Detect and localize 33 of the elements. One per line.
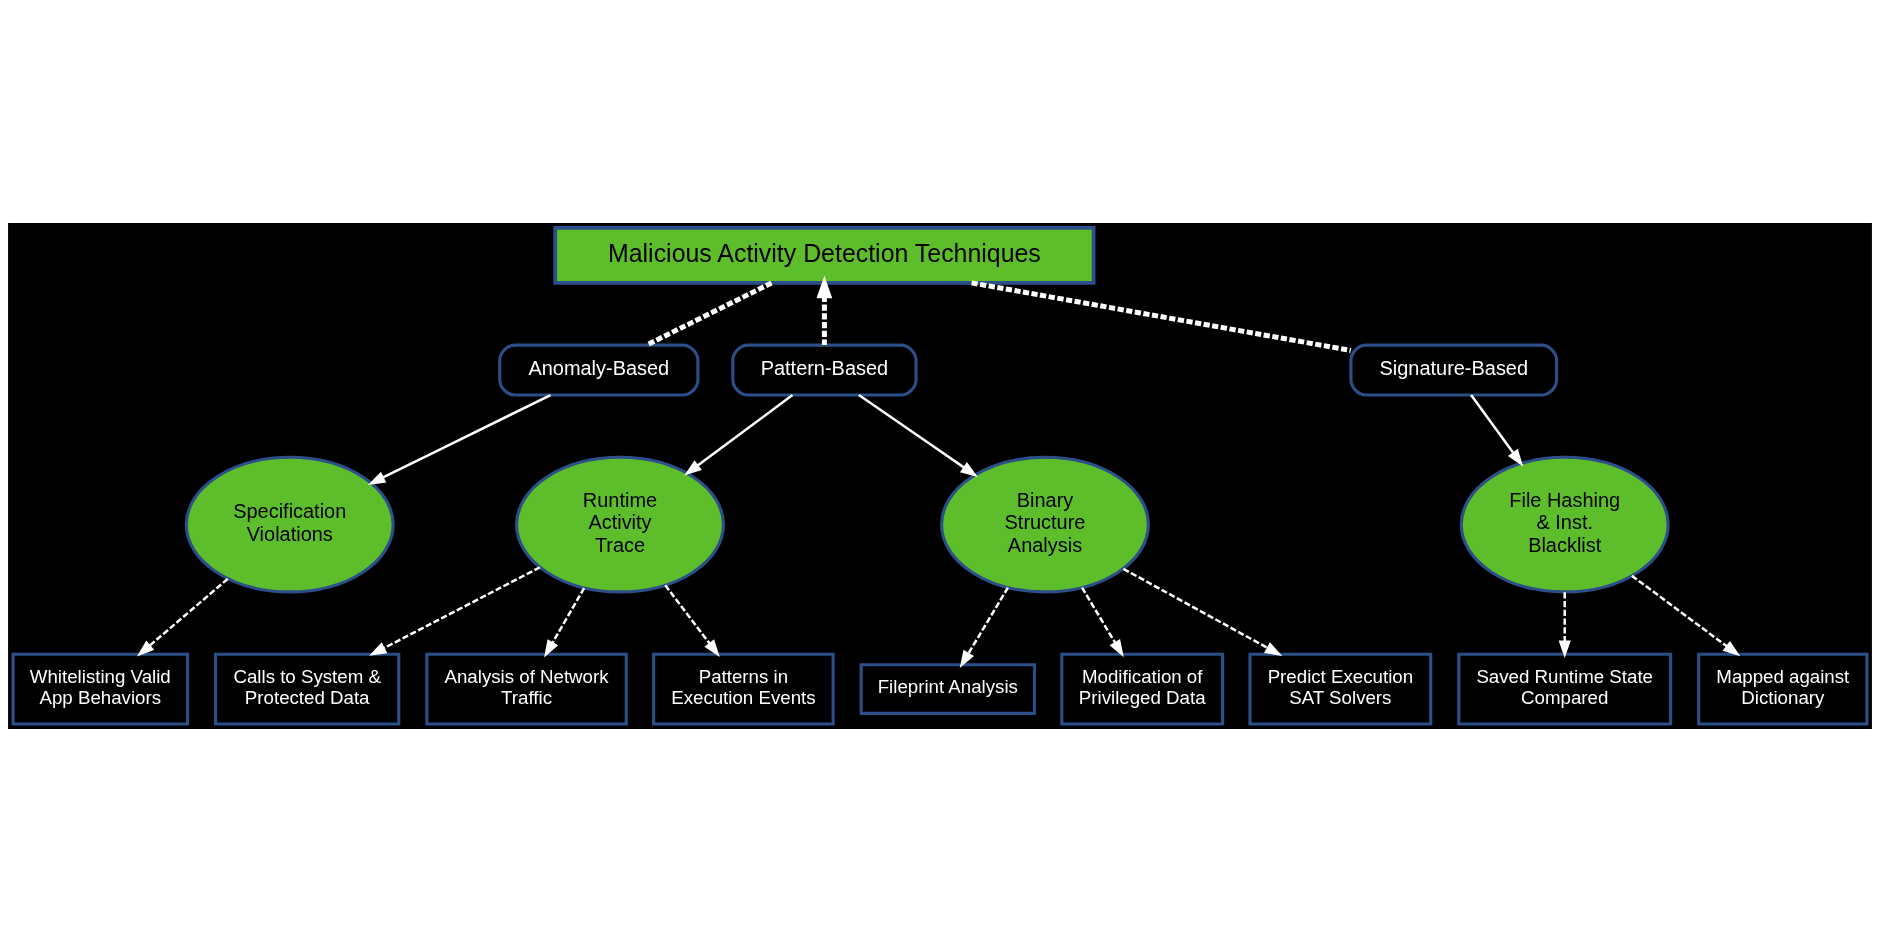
node-box: Modification of Privileged Data: [1060, 652, 1225, 726]
connector: [971, 279, 1352, 353]
node-ellipse: File Hashing & Inst. Blacklist: [1459, 455, 1670, 593]
arrow: [959, 586, 1010, 668]
node-box: Calls to System & Protected Data: [214, 652, 401, 726]
node-box: Predict Execution SAT Solvers: [1248, 652, 1433, 726]
node-ellipse: Specification Violations: [184, 455, 395, 593]
arrow: [684, 393, 794, 476]
arrow: [1558, 591, 1571, 658]
arrow: [858, 393, 978, 477]
arrow: [664, 584, 720, 657]
node-box: Signature-Based: [1349, 343, 1559, 397]
node-box: Malicious Activity Detection Techniques: [553, 225, 1096, 285]
connector: [645, 280, 773, 347]
node-box: Saved Runtime State Compared: [1457, 652, 1673, 726]
node-box: Pattern-Based: [731, 343, 918, 397]
node-box: Mapped against Dictionary: [1697, 652, 1869, 726]
arrow: [367, 393, 552, 485]
arrow: [1122, 567, 1283, 656]
node-box: Analysis of Network Traffic: [425, 652, 628, 726]
arrow: [1080, 586, 1124, 657]
arrow: [369, 565, 541, 656]
arrow: [136, 577, 229, 656]
arrow: [816, 275, 833, 345]
arrow: [544, 586, 586, 657]
arrow: [1631, 574, 1741, 656]
node-ellipse: Runtime Activity Trace: [515, 455, 725, 593]
arrow: [1470, 393, 1524, 466]
node-box: Patterns in Execution Events: [652, 652, 835, 726]
node-box: Fileprint Analysis: [859, 662, 1036, 715]
node-box: Whitelisting Valid App Behaviors: [11, 652, 190, 726]
node-ellipse: Binary Structure Analysis: [940, 455, 1150, 593]
node-box: Anomaly-Based: [498, 343, 700, 397]
